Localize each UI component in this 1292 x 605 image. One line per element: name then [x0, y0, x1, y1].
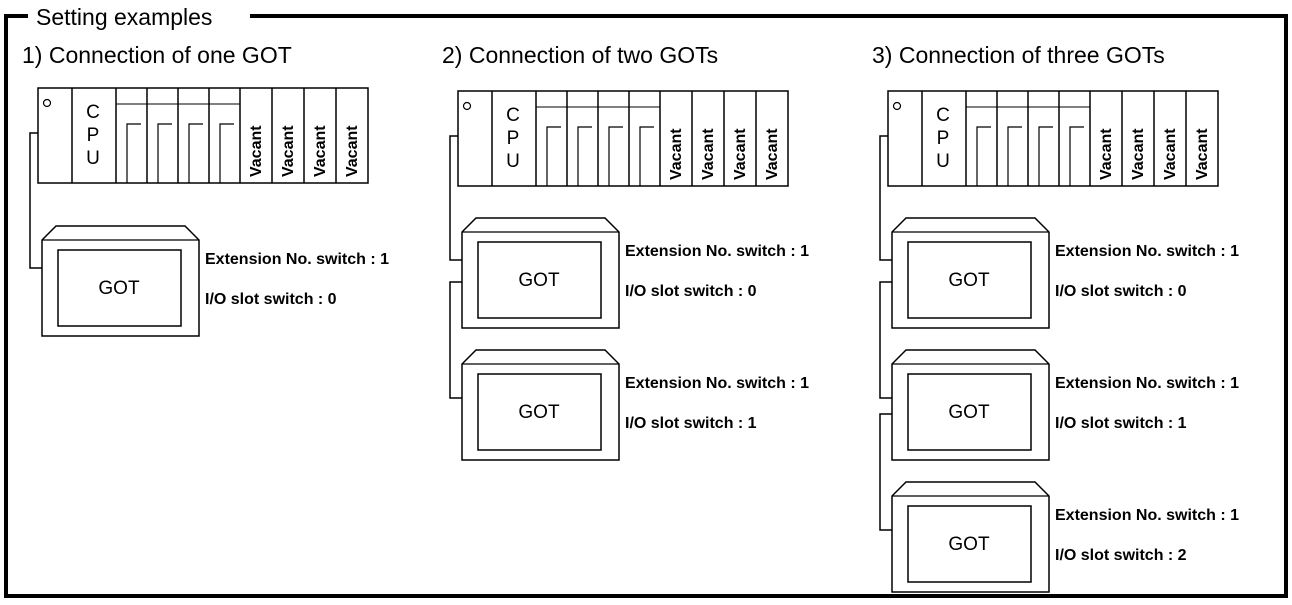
got-screen — [907, 373, 1032, 451]
cpu-letter: C — [936, 105, 950, 126]
cable — [879, 413, 892, 531]
vacant-label: Vacant — [732, 128, 749, 180]
cpu-letter: P — [87, 125, 100, 146]
io-slot-switch-setting: I/O slot switch : 0 — [1055, 283, 1187, 300]
got-screen — [907, 505, 1032, 583]
slot-module — [219, 123, 234, 183]
frame-border — [4, 14, 1288, 598]
cpu-letter: U — [936, 151, 950, 172]
slot-module — [639, 126, 654, 186]
cable — [879, 281, 892, 399]
cpu-letter: U — [506, 151, 520, 172]
example-1: 1) Connection of one GOT CPU Vacant Vacant V… — [22, 42, 389, 337]
vacant-label: Vacant — [700, 128, 717, 180]
slot-module — [608, 126, 623, 186]
slot-module — [577, 126, 592, 186]
extension-switch-setting: Extension No. switch : 1 — [205, 251, 389, 268]
cable — [449, 135, 462, 261]
slot-module — [157, 123, 172, 183]
io-slot-switch-setting: I/O slot switch : 1 — [625, 415, 757, 432]
extension-switch-setting: Extension No. switch : 1 — [625, 375, 809, 392]
vacant-label: Vacant — [248, 125, 265, 177]
vacant-label: Vacant — [1162, 128, 1179, 180]
vacant-label: Vacant — [668, 128, 685, 180]
vacant-label: Vacant — [312, 125, 329, 177]
example-title: 2) Connection of two GOTs — [442, 42, 718, 68]
got-label: GOT — [948, 270, 990, 291]
got-screen — [477, 373, 602, 451]
slot-module — [976, 126, 991, 186]
power-indicator — [892, 101, 902, 111]
io-slot-switch-setting: I/O slot switch : 0 — [625, 283, 757, 300]
slot-module — [1038, 126, 1053, 186]
got-screen — [477, 241, 602, 319]
cable — [449, 281, 462, 399]
example-title: 1) Connection of one GOT — [22, 42, 292, 68]
frame-title: Setting examples — [36, 4, 212, 30]
example-title: 3) Connection of three GOTs — [872, 42, 1165, 68]
vacant-label: Vacant — [1194, 128, 1211, 180]
io-slot-switch-setting: I/O slot switch : 2 — [1055, 547, 1187, 564]
slot-module — [546, 126, 561, 186]
vacant-label: Vacant — [764, 128, 781, 180]
cpu-letter: C — [506, 105, 520, 126]
power-indicator — [42, 98, 52, 108]
vacant-label: Vacant — [344, 125, 361, 177]
slot-module — [1007, 126, 1022, 186]
cpu-letter: P — [937, 128, 950, 149]
cable — [879, 135, 892, 261]
got-screen — [907, 241, 1032, 319]
extension-switch-setting: Extension No. switch : 1 — [1055, 507, 1239, 524]
extension-switch-setting: Extension No. switch : 1 — [1055, 243, 1239, 260]
got-label: GOT — [948, 534, 990, 555]
slot-module — [1069, 126, 1084, 186]
power-indicator — [462, 101, 472, 111]
cpu-letter: U — [86, 148, 100, 169]
vacant-label: Vacant — [1130, 128, 1147, 180]
cable — [29, 132, 42, 269]
slot-module — [126, 123, 141, 183]
got-label: GOT — [518, 402, 560, 423]
cpu-letter: P — [507, 128, 520, 149]
slot-module — [188, 123, 203, 183]
got-screen — [57, 249, 182, 327]
io-slot-switch-setting: I/O slot switch : 0 — [205, 291, 337, 308]
extension-switch-setting: Extension No. switch : 1 — [1055, 375, 1239, 392]
vacant-label: Vacant — [1098, 128, 1115, 180]
cpu-letter: C — [86, 102, 100, 123]
got-label: GOT — [518, 270, 560, 291]
got-label: GOT — [948, 402, 990, 423]
vacant-label: Vacant — [280, 125, 297, 177]
io-slot-switch-setting: I/O slot switch : 1 — [1055, 415, 1187, 432]
extension-switch-setting: Extension No. switch : 1 — [625, 243, 809, 260]
got-label: GOT — [98, 278, 140, 299]
